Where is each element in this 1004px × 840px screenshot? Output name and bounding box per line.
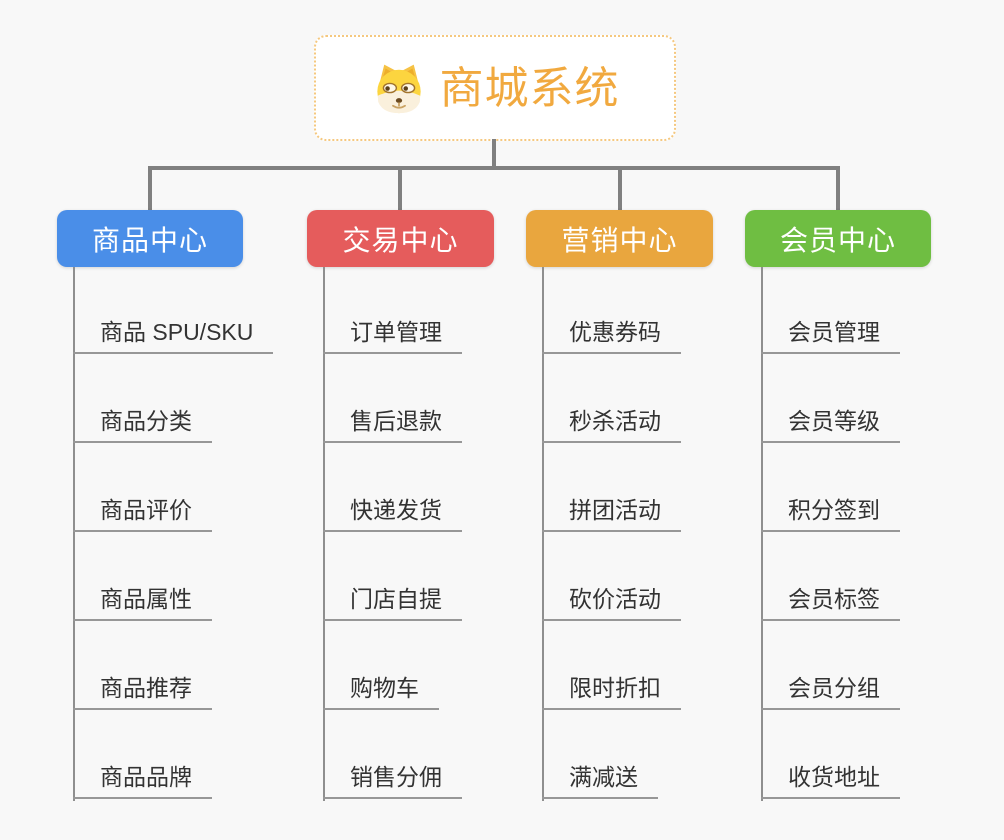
leaf-node[interactable]: 砍价活动 <box>542 573 681 621</box>
leaf-node[interactable]: 收货地址 <box>761 751 900 799</box>
connector-drop-products <box>148 166 152 212</box>
root-node[interactable]: 商城系统 <box>314 35 676 141</box>
leaf-node[interactable]: 商品分类 <box>73 395 212 443</box>
leaf-spine-marketing <box>542 267 544 801</box>
leaf-node[interactable]: 商品评价 <box>73 484 212 532</box>
branch-node-trade[interactable]: 交易中心 <box>307 210 494 267</box>
leaf-node[interactable]: 限时折扣 <box>542 662 681 710</box>
leaf-spine-products <box>73 267 75 801</box>
leaf-spine-members <box>761 267 763 801</box>
leaf-node[interactable]: 拼团活动 <box>542 484 681 532</box>
leaf-node[interactable]: 满减送 <box>542 751 658 799</box>
leaf-node[interactable]: 会员分组 <box>761 662 900 710</box>
leaf-spine-trade <box>323 267 325 801</box>
leaf-node[interactable]: 商品推荐 <box>73 662 212 710</box>
root-title: 商城系统 <box>439 64 620 113</box>
doge-icon <box>371 62 427 114</box>
leaf-node[interactable]: 商品品牌 <box>73 751 212 799</box>
leaf-node[interactable]: 快递发货 <box>323 484 462 532</box>
connector-horizontal-bar <box>148 166 840 170</box>
connector-root-stub <box>492 139 496 168</box>
connector-drop-marketing <box>618 166 622 212</box>
leaf-node[interactable]: 秒杀活动 <box>542 395 681 443</box>
leaf-node[interactable]: 商品 SPU/SKU <box>73 306 274 354</box>
leaf-node[interactable]: 会员管理 <box>761 306 900 354</box>
branch-node-marketing[interactable]: 营销中心 <box>526 210 713 267</box>
connector-drop-members <box>836 166 840 212</box>
leaf-node[interactable]: 商品属性 <box>73 573 212 621</box>
leaf-node[interactable]: 优惠券码 <box>542 306 681 354</box>
leaf-node[interactable]: 购物车 <box>323 662 439 710</box>
connector-drop-trade <box>398 166 402 212</box>
leaf-node[interactable]: 订单管理 <box>323 306 462 354</box>
branch-node-members[interactable]: 会员中心 <box>745 210 931 267</box>
leaf-node[interactable]: 售后退款 <box>323 395 462 443</box>
leaf-node[interactable]: 门店自提 <box>323 573 462 621</box>
leaf-node[interactable]: 会员标签 <box>761 573 900 621</box>
branch-node-products[interactable]: 商品中心 <box>57 210 243 267</box>
leaf-node[interactable]: 会员等级 <box>761 395 900 443</box>
leaf-node[interactable]: 销售分佣 <box>323 751 462 799</box>
leaf-node[interactable]: 积分签到 <box>761 484 900 532</box>
